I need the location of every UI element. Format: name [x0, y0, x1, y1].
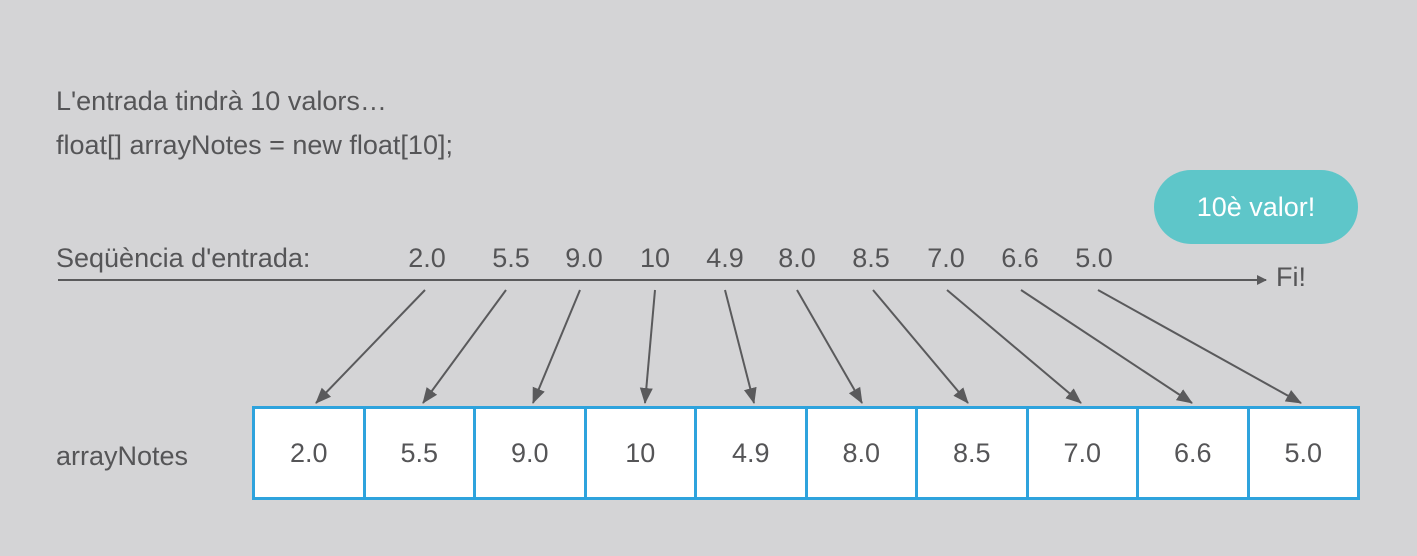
array-cell: 8.5 — [915, 409, 1026, 497]
array-cell: 5.5 — [362, 409, 473, 497]
mapping-arrow — [532, 289, 581, 404]
sequence-value: 5.5 — [492, 243, 530, 273]
array-label: arrayNotes — [56, 441, 189, 471]
sequence-label: Seqüència d'entrada: — [56, 243, 311, 273]
mapping-arrow — [724, 289, 757, 404]
sequence-value: 8.0 — [778, 243, 816, 273]
mapping-arrow — [1097, 289, 1302, 404]
mapping-arrow — [315, 289, 426, 404]
sequence-value: 7.0 — [927, 243, 965, 273]
array-cell: 2.0 — [255, 409, 363, 497]
mapping-arrow — [1020, 289, 1193, 404]
mapping-arrow — [422, 289, 507, 404]
mapping-arrow — [639, 289, 656, 404]
array-cells: 2.0 5.5 9.0 10 4.9 8.0 8.5 7.0 6.6 5.0 — [252, 406, 1360, 500]
array-cell: 5.0 — [1246, 409, 1357, 497]
mapping-arrow — [872, 289, 969, 404]
array-cell: 10 — [583, 409, 694, 497]
sequence-value: 5.0 — [1075, 243, 1113, 273]
intro-text: L'entrada tindrà 10 valors… — [56, 86, 387, 116]
end-label: Fi! — [1276, 262, 1306, 292]
array-cell: 8.0 — [804, 409, 915, 497]
sequence-value: 4.9 — [706, 243, 744, 273]
sequence-value: 10 — [639, 243, 671, 273]
mapping-arrow — [796, 289, 863, 404]
sequence-value: 9.0 — [565, 243, 603, 273]
mapping-arrow — [946, 289, 1082, 404]
code-declaration: float[] arrayNotes = new float[10]; — [56, 130, 453, 160]
sequence-value: 8.5 — [852, 243, 890, 273]
array-cell: 9.0 — [473, 409, 584, 497]
sequence-value: 6.6 — [1001, 243, 1039, 273]
array-cell: 6.6 — [1136, 409, 1247, 497]
sequence-value: 2.0 — [408, 243, 446, 273]
array-cell: 7.0 — [1025, 409, 1136, 497]
tenth-value-callout: 10è valor! — [1154, 170, 1358, 244]
array-cell: 4.9 — [694, 409, 805, 497]
